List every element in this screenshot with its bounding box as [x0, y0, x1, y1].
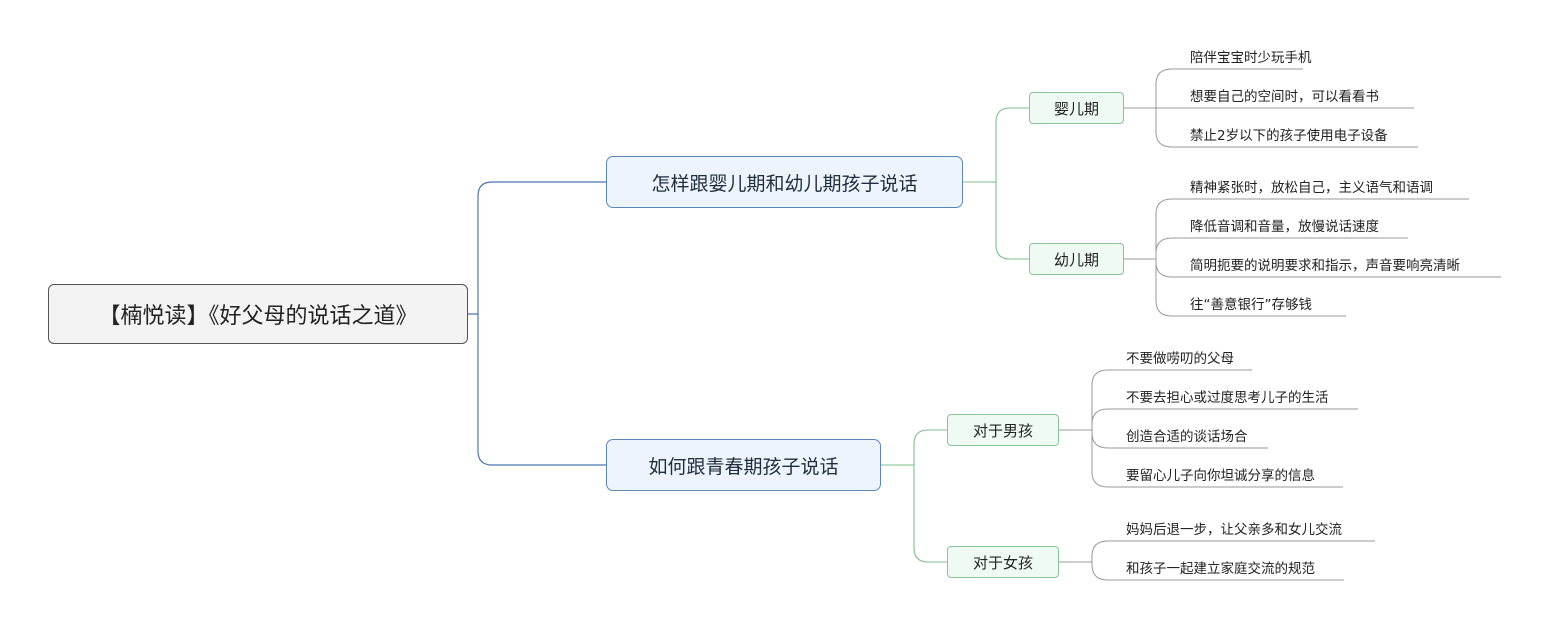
leaf-topic[interactable]: 要留心儿子向你坦诚分享的信息: [1126, 468, 1315, 484]
branch-topic-teen[interactable]: 如何跟青春期孩子说话: [606, 439, 881, 491]
leaf-topic[interactable]: 创造合适的谈话场合: [1126, 429, 1248, 445]
leaf-topic[interactable]: 降低音调和音量，放慢说话速度: [1190, 219, 1379, 235]
leaf-topic[interactable]: 不要去担心或过度思考儿子的生活: [1126, 390, 1329, 406]
leaf-topic[interactable]: 简明扼要的说明要求和指示，声音要响亮清晰: [1190, 258, 1460, 274]
leaf-topic[interactable]: 想要自己的空间时，可以看看书: [1190, 89, 1379, 105]
leaf-topic[interactable]: 精神紧张时，放松自己，主义语气和语调: [1190, 180, 1433, 196]
leaf-topic[interactable]: 妈妈后退一步，让父亲多和女儿交流: [1126, 522, 1342, 538]
leaf-topic[interactable]: 和孩子一起建立家庭交流的规范: [1126, 561, 1315, 577]
subtopic-boys[interactable]: 对于男孩: [947, 414, 1059, 446]
leaf-topic[interactable]: 禁止2岁以下的孩子使用电子设备: [1190, 128, 1388, 144]
leaf-topic[interactable]: 往“善意银行”存够钱: [1190, 297, 1312, 313]
subtopic-infant[interactable]: 婴儿期: [1029, 92, 1124, 124]
subtopic-toddler[interactable]: 幼儿期: [1029, 243, 1124, 275]
subtopic-girls[interactable]: 对于女孩: [947, 546, 1059, 578]
leaf-topic[interactable]: 陪伴宝宝时少玩手机: [1190, 50, 1312, 66]
branch-topic-infant-toddler[interactable]: 怎样跟婴儿期和幼儿期孩子说话: [606, 156, 963, 208]
root-topic[interactable]: 【楠悦读】《好父母的说话之道》: [48, 284, 468, 344]
leaf-topic[interactable]: 不要做唠叨的父母: [1126, 351, 1234, 367]
